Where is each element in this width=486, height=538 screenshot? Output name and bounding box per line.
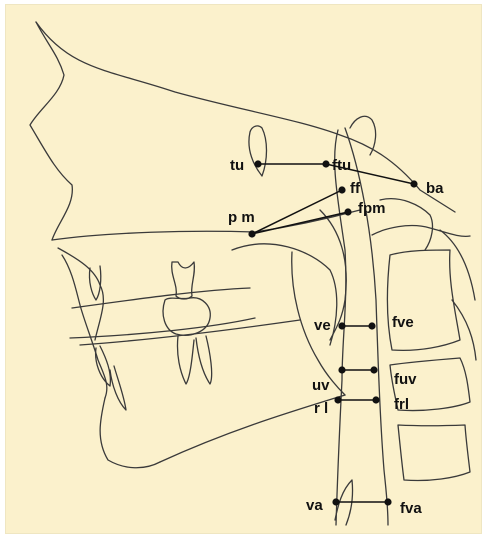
point-frl [372,396,379,403]
label-fpm: fpm [358,200,386,217]
facial-profile-outline [30,22,72,240]
landmark-labels: tu ftu ff ba fpm p m ve fve uv fuv r l f… [228,157,444,517]
label-fuv: fuv [394,371,417,388]
maxilla-outline [58,248,103,340]
anatomical-tracing [30,22,476,525]
pterygoid-process [249,126,267,176]
label-ff: ff [350,180,361,197]
point-ff [338,186,345,193]
lower-molar-root [177,336,194,384]
point-fuv [370,366,377,373]
lips-outline [62,255,107,398]
line-pm-ff [252,190,342,234]
point-ftu [322,160,329,167]
label-uv: uv [312,377,330,394]
label-tu: tu [230,157,244,174]
occlusal-line-upper [72,288,250,308]
point-tu [254,160,261,167]
label-fve: fve [392,314,414,331]
label-ftu: ftu [332,157,351,174]
chin-outline [100,398,160,468]
cranium-outline [36,22,455,212]
line-pm-fpm [252,212,348,234]
label-ve: ve [314,317,331,334]
label-va: va [306,497,323,514]
point-ba [410,180,417,187]
label-frl: frl [394,396,409,413]
point-uv [338,366,345,373]
label-ba: ba [426,180,444,197]
axis-vertebra [387,250,460,350]
label-fva: fva [400,500,422,517]
incisor [96,346,111,386]
point-fve [368,322,375,329]
lower-molar-root-2 [196,336,212,384]
point-pm [248,230,255,237]
point-fpm [344,208,351,215]
point-fva [384,498,391,505]
palate-outline [52,210,360,240]
point-rl [334,396,341,403]
c4-vertebra [398,425,470,481]
label-rl: r l [314,400,328,417]
point-va [332,498,339,505]
incisor-2 [110,366,126,410]
point-ve [338,322,345,329]
mandibular-canal [80,320,300,345]
odontoid-outline [380,199,432,250]
atlas-vertebra [372,226,470,237]
label-pm: p m [228,209,255,226]
